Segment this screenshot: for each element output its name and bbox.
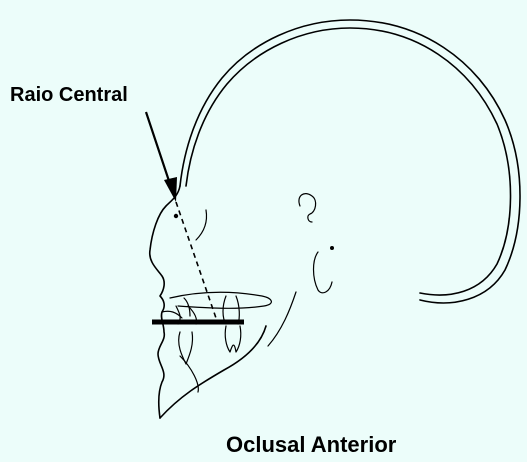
skull-outline	[180, 20, 520, 303]
face-profile	[150, 186, 182, 418]
maxilla	[170, 292, 271, 316]
orbit	[196, 210, 207, 240]
diagram-caption: Oclusal Anterior	[226, 432, 396, 458]
mandible	[160, 292, 296, 418]
ear	[299, 194, 334, 293]
central-ray-arrow	[146, 112, 216, 318]
central-ray-label: Raio Central	[10, 84, 128, 107]
nasion-point	[174, 214, 178, 218]
